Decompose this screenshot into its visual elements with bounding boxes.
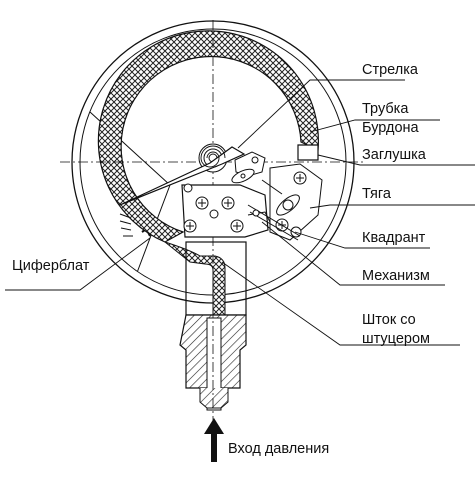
label-pointer: Стрелка bbox=[362, 62, 418, 78]
pointer bbox=[119, 143, 246, 206]
hairspring bbox=[200, 145, 226, 168]
link-rod bbox=[247, 179, 283, 223]
pressure-inlet-arrow bbox=[204, 418, 224, 462]
label-quadrant: Квадрант bbox=[362, 230, 426, 246]
label-pressure-inlet: Вход давления bbox=[228, 441, 330, 457]
label-stem-line1: Шток со bbox=[362, 312, 416, 328]
gear-sector bbox=[231, 151, 266, 184]
bourdon-tube bbox=[97, 30, 319, 243]
label-bourdon-tube-line2: Бурдона bbox=[362, 120, 419, 136]
plug bbox=[297, 144, 319, 161]
label-bourdon-tube-line1: Трубка bbox=[362, 101, 409, 117]
label-plug: Заглушка bbox=[362, 147, 426, 163]
movement-screws bbox=[183, 183, 244, 233]
leader-lines bbox=[5, 79, 475, 346]
label-stem-line2: штуцером bbox=[362, 331, 430, 347]
label-movement: Механизм bbox=[362, 268, 430, 284]
quadrant-assembly bbox=[247, 163, 323, 241]
stem-bore bbox=[206, 317, 222, 411]
label-dial: Циферблат bbox=[12, 258, 90, 274]
label-link: Тяга bbox=[362, 186, 391, 202]
